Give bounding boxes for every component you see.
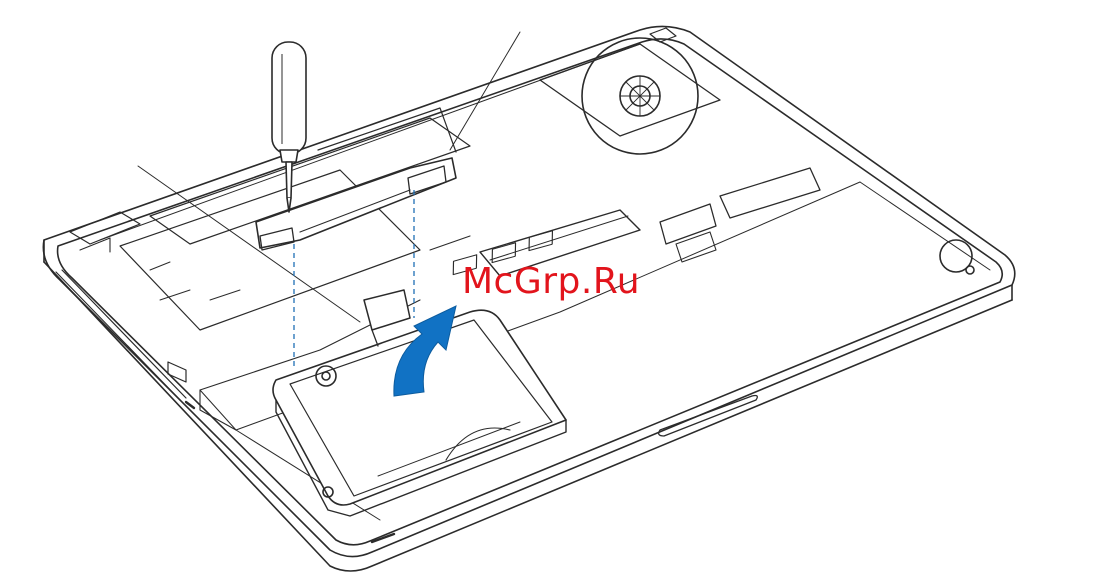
logic-board: [70, 118, 974, 274]
callout-line-pull-tab: [138, 166, 360, 322]
screwdriver-icon: [272, 42, 306, 212]
watermark-label: McGrp.Ru: [462, 264, 640, 300]
